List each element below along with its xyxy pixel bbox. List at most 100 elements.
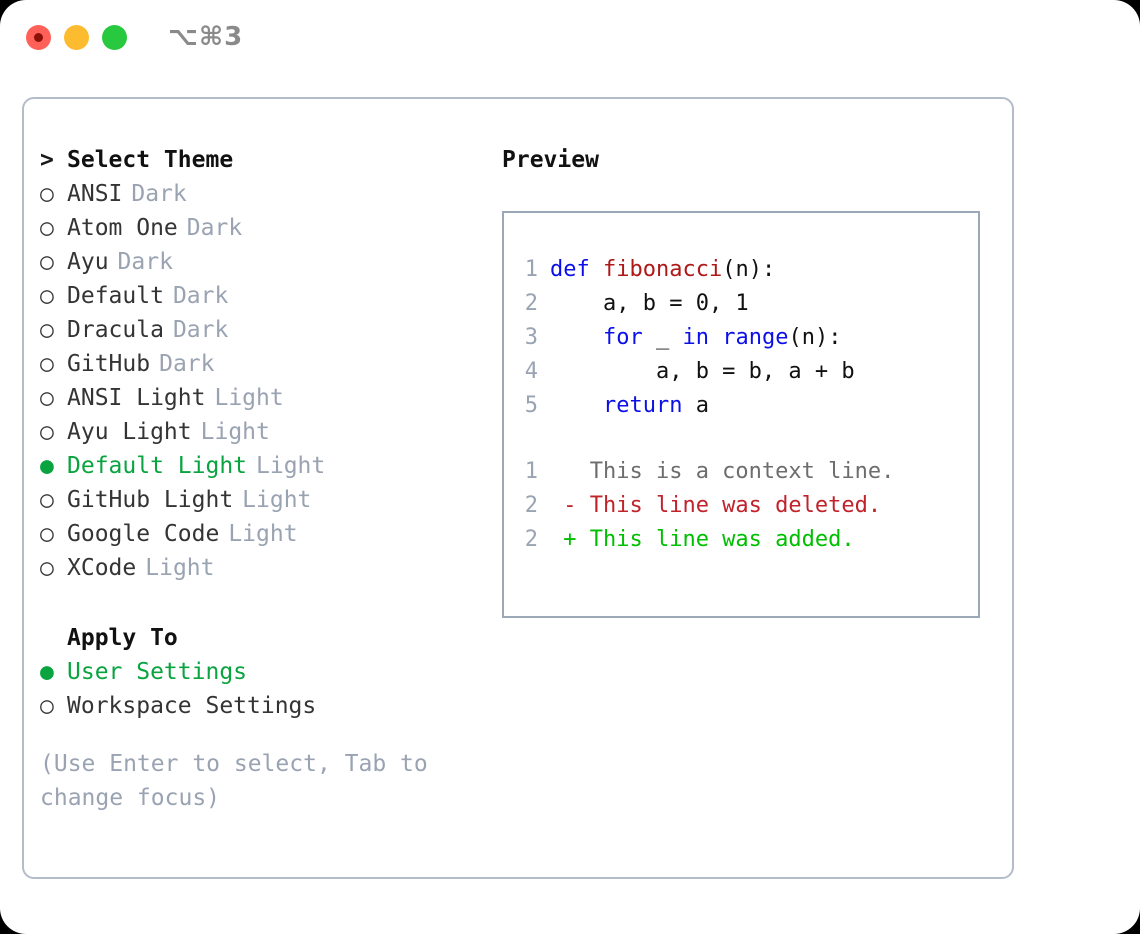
theme-option-label: ANSI bbox=[67, 181, 123, 207]
code-line-text: def fibonacci(n): bbox=[550, 257, 775, 282]
theme-variant-badge: Dark bbox=[186, 215, 243, 241]
radio-selected-icon[interactable]: ● bbox=[40, 453, 54, 479]
code-token-kw: return bbox=[602, 393, 683, 418]
radio-unselected-icon[interactable]: ○ bbox=[40, 181, 54, 207]
apply-to-list: ● User Settings ○ Workspace Settings bbox=[40, 659, 490, 727]
theme-option-label: Default Light bbox=[67, 453, 248, 479]
theme-option-ansi[interactable]: ○ ANSI Dark bbox=[40, 181, 490, 215]
code-token-plain: (n): bbox=[722, 257, 776, 282]
keyboard-shortcut-label: ⌥⌘3 bbox=[168, 22, 244, 52]
theme-option-label: Ayu Light bbox=[67, 419, 192, 445]
theme-option-label: Default bbox=[67, 283, 164, 309]
maximize-button[interactable] bbox=[102, 25, 127, 50]
theme-option-label: Dracula bbox=[67, 317, 164, 343]
theme-variant-badge: Light bbox=[256, 453, 326, 479]
theme-variant-badge: Light bbox=[214, 385, 284, 411]
diff-line-text: - This line was deleted. bbox=[550, 493, 882, 518]
diff-line-number: 2 bbox=[524, 493, 538, 518]
code-token-plain: a, b = 0, 1 bbox=[550, 291, 749, 316]
theme-variant-badge: Dark bbox=[117, 249, 173, 275]
theme-option-ayu-light[interactable]: ○ Ayu Light Light bbox=[40, 419, 490, 453]
radio-selected-icon[interactable]: ● bbox=[40, 659, 54, 685]
theme-option-github[interactable]: ○ GitHub Dark bbox=[40, 351, 490, 385]
title-bar: ⌥⌘3 bbox=[0, 0, 1140, 78]
diff-line-ctx: 1 This is a context line. bbox=[504, 459, 978, 493]
code-line-text: for _ in range(n): bbox=[550, 325, 841, 350]
radio-unselected-icon[interactable]: ○ bbox=[40, 521, 54, 547]
radio-unselected-icon[interactable]: ○ bbox=[40, 487, 54, 513]
code-line-text: a, b = 0, 1 bbox=[550, 291, 749, 316]
code-line-number: 5 bbox=[524, 393, 538, 418]
radio-unselected-icon[interactable]: ○ bbox=[40, 351, 54, 377]
code-line: 5 return a bbox=[504, 393, 978, 427]
theme-variant-badge: Light bbox=[200, 419, 270, 445]
close-button[interactable] bbox=[26, 25, 51, 50]
theme-variant-badge: Light bbox=[242, 487, 312, 513]
keyboard-hint: (Use Enter to select, Tab to change focu… bbox=[40, 751, 428, 811]
diff-line-text: This is a context line. bbox=[550, 459, 895, 484]
theme-option-label: GitHub bbox=[67, 351, 151, 377]
theme-variant-badge: Light bbox=[145, 555, 215, 581]
code-line: 1 def fibonacci(n): bbox=[504, 257, 978, 291]
radio-unselected-icon[interactable]: ○ bbox=[40, 385, 54, 411]
diff-block: 1 This is a context line.2 - This line w… bbox=[504, 459, 978, 561]
theme-selector-heading: > Select Theme bbox=[40, 147, 490, 181]
code-line-text: a, b = b, a + b bbox=[550, 359, 855, 384]
apply-to-option-label: User Settings bbox=[67, 659, 248, 685]
theme-option-label: XCode bbox=[67, 555, 137, 581]
code-line: 2 a, b = 0, 1 bbox=[504, 291, 978, 325]
radio-unselected-icon[interactable]: ○ bbox=[40, 693, 54, 719]
code-token-kw: def bbox=[550, 257, 603, 282]
code-line-number: 4 bbox=[524, 359, 538, 384]
code-diff-spacer bbox=[504, 427, 978, 459]
code-token-kw: for bbox=[602, 325, 643, 350]
theme-option-xcode[interactable]: ○ XCode Light bbox=[40, 555, 490, 589]
theme-option-github-light[interactable]: ○ GitHub Light Light bbox=[40, 487, 490, 521]
code-line-number: 2 bbox=[524, 291, 538, 316]
code-token-plain bbox=[550, 325, 603, 350]
code-token-kw: in bbox=[682, 325, 709, 350]
diff-line-del: 2 - This line was deleted. bbox=[504, 493, 978, 527]
apply-to-heading: Apply To bbox=[40, 625, 490, 659]
theme-variant-badge: Light bbox=[228, 521, 298, 547]
code-token-plain bbox=[709, 325, 722, 350]
theme-variant-badge: Dark bbox=[159, 351, 215, 377]
apply-to-option-user-settings[interactable]: ● User Settings bbox=[40, 659, 490, 693]
theme-selector-heading-label: Select Theme bbox=[67, 147, 234, 173]
theme-option-dracula[interactable]: ○ Dracula Dark bbox=[40, 317, 490, 351]
radio-unselected-icon[interactable]: ○ bbox=[40, 317, 54, 343]
radio-unselected-icon[interactable]: ○ bbox=[40, 215, 54, 241]
theme-variant-badge: Dark bbox=[131, 181, 187, 207]
code-token-fn: fibonacci bbox=[602, 257, 723, 282]
radio-unselected-icon[interactable]: ○ bbox=[40, 555, 54, 581]
theme-option-google-code[interactable]: ○ Google Code Light bbox=[40, 521, 490, 555]
theme-option-label: Atom One bbox=[67, 215, 178, 241]
theme-option-label: Google Code bbox=[67, 521, 220, 547]
apply-to-option-label: Workspace Settings bbox=[67, 693, 317, 719]
theme-option-atom-one[interactable]: ○ Atom One Dark bbox=[40, 215, 490, 249]
prompt-marker: > bbox=[40, 147, 54, 173]
code-token-plain: (n): bbox=[788, 325, 842, 350]
code-line-number: 1 bbox=[524, 257, 538, 282]
theme-option-default-light[interactable]: ● Default Light Light bbox=[40, 453, 490, 487]
diff-line-number: 1 bbox=[524, 459, 538, 484]
code-token-plain: a bbox=[682, 393, 709, 418]
code-token-plain: a, b = b, a + b bbox=[550, 359, 855, 384]
radio-unselected-icon[interactable]: ○ bbox=[40, 249, 54, 275]
code-line: 3 for _ in range(n): bbox=[504, 325, 978, 359]
theme-option-label: GitHub Light bbox=[67, 487, 234, 513]
apply-to-option-workspace-settings[interactable]: ○ Workspace Settings bbox=[40, 693, 490, 727]
minimize-button[interactable] bbox=[64, 25, 89, 50]
radio-unselected-icon[interactable]: ○ bbox=[40, 283, 54, 309]
theme-variant-badge: Dark bbox=[172, 317, 229, 343]
code-line-number: 3 bbox=[524, 325, 538, 350]
radio-unselected-icon[interactable]: ○ bbox=[40, 419, 54, 445]
